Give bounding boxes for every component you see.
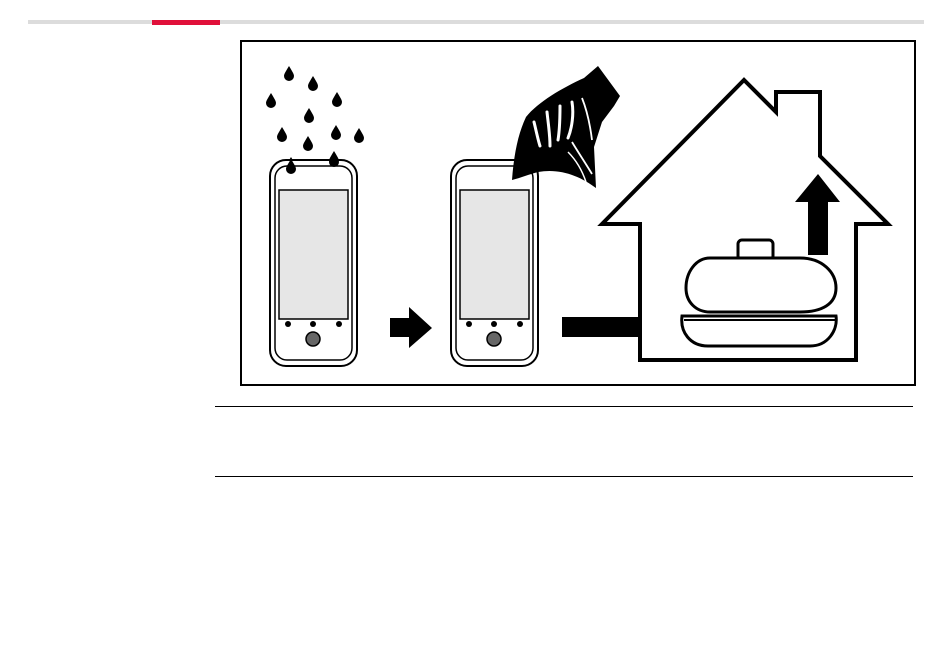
hand-with-cloth-icon: [512, 66, 620, 188]
dry-device-icon: [451, 160, 538, 366]
note-bottom-rule: [215, 476, 913, 477]
raindrops-icon: [266, 66, 364, 172]
wet-device-icon: [270, 152, 357, 366]
header-accent-bar: [152, 20, 220, 25]
care-illustration: [240, 40, 916, 386]
note-row: [215, 407, 913, 476]
arrow-right-icon: [390, 307, 432, 348]
